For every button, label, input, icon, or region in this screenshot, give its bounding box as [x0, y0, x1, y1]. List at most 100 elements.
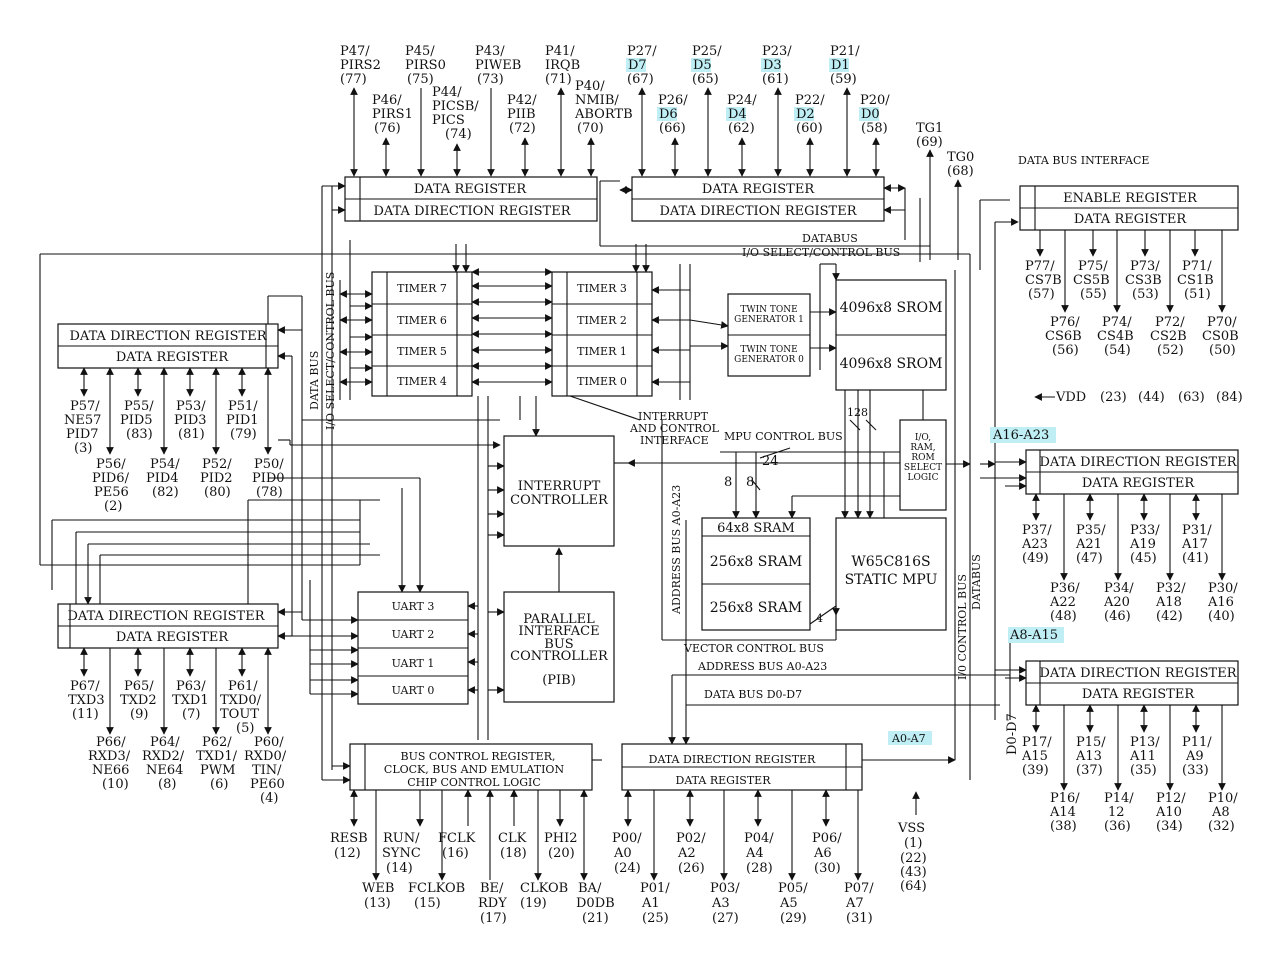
diagram-label: TIN/	[252, 763, 282, 778]
diagram-label: DATA BUS INTERFACE	[1018, 154, 1149, 167]
diagram-label: (23)	[1100, 390, 1127, 405]
diagram-label: 4096x8 SROM	[840, 300, 943, 316]
diagram-label: P01/	[640, 881, 670, 896]
diagram-label: A17	[1181, 537, 1208, 552]
diagram-label: (46)	[1104, 609, 1131, 624]
label-io-control-bus: I/0 CONTROL BUS	[956, 574, 969, 680]
diagram-label: FCLK	[438, 831, 476, 846]
diagram-label: TWIN TONE	[740, 345, 797, 355]
diagram-label: (45)	[1130, 551, 1157, 566]
diagram-label: P36/	[1050, 581, 1080, 596]
diagram-label: (22)	[900, 851, 927, 866]
diagram-label: RAM,	[910, 443, 935, 453]
diagram-label: P35/	[1076, 523, 1106, 538]
diagram-label: P12/	[1156, 791, 1186, 806]
diagram-label: P44/	[432, 85, 462, 100]
diagram-label: 24	[762, 454, 779, 469]
diagram-label: DATA DIRECTION REGISTER	[1040, 455, 1238, 470]
diagram-label: (16)	[442, 846, 469, 861]
diagram-label: TXD1/	[196, 749, 238, 764]
diagram-label: A16	[1207, 595, 1234, 610]
pin-p20: P20/D0(58)	[859, 93, 890, 136]
diagram-label: PIWEB	[475, 58, 521, 73]
diagram-label: (74)	[445, 127, 472, 142]
interrupt-control-interface-label: INTERRUPT AND CONTROL INTERFACE	[629, 410, 720, 447]
left-wiring	[40, 356, 501, 698]
diagram-label: TXD3	[68, 693, 105, 708]
diagram-label: P23/	[762, 44, 792, 59]
diagram-label: (65)	[692, 72, 719, 87]
diagram-label: PID2	[200, 471, 233, 486]
diagram-label: ABORTB	[574, 107, 633, 122]
diagram-label: P47/	[340, 44, 370, 59]
diagram-label: (6)	[210, 777, 228, 792]
diagram-label: (12)	[334, 846, 361, 861]
diagram-label: W65C816S	[851, 554, 930, 570]
diagram-label: (47)	[1076, 551, 1103, 566]
diagram-label: D0DB	[576, 896, 615, 911]
diagram-label: P51/	[228, 399, 258, 414]
diagram-label: P30/	[1208, 581, 1238, 596]
diagram-label: (42)	[1156, 609, 1183, 624]
diagram-label: (19)	[520, 896, 547, 911]
diagram-label: (51)	[1184, 287, 1211, 302]
io-select-logic: I/O, RAM, ROM SELECT LOGIC	[899, 390, 996, 511]
diagram-label: A4	[745, 846, 764, 861]
diagram-label: P07/	[844, 881, 874, 896]
diagram-label: (67)	[627, 72, 654, 87]
diagram-label: VSS	[897, 821, 925, 836]
diagram-label: ENABLE REGISTER	[1063, 191, 1198, 206]
label-a0-a7: A0-A7	[891, 732, 926, 745]
diagram-label: A0	[613, 846, 632, 861]
timer-5: TIMER 5	[397, 345, 447, 358]
diagram-label: P05/	[778, 881, 808, 896]
vss-label: VSS (1) (22) (43) (64)	[897, 791, 927, 894]
diagram-label: (37)	[1076, 763, 1103, 778]
diagram-label: P11/	[1182, 735, 1212, 750]
diagram-label: (78)	[256, 485, 283, 500]
diagram-label: P27/	[627, 44, 657, 59]
diagram-label: A23	[1021, 537, 1048, 552]
diagram-label: PARALLEL	[523, 612, 595, 627]
diagram-label: P57/	[70, 399, 100, 414]
diagram-label: I/O SELECT/CONTROL BUS	[742, 246, 900, 259]
diagram-label: (72)	[509, 121, 536, 136]
diagram-label: P25/	[692, 44, 722, 59]
diagram-label: (31)	[846, 911, 873, 926]
diagram-label: P74/	[1102, 315, 1132, 330]
diagram-label: VECTOR CONTROL BUS	[683, 642, 824, 655]
diagram-label: P45/	[405, 44, 435, 59]
diagram-label: DATA DIRECTION REGISTER	[374, 204, 572, 219]
timer-wiring	[339, 240, 729, 740]
diagram-label: 256x8 SRAM	[710, 600, 803, 616]
diagram-label: (44)	[1138, 390, 1165, 405]
diagram-label: P60/	[254, 735, 284, 750]
pin-p26: P26/D6(66)	[657, 93, 688, 136]
diagram-label: (84)	[1216, 390, 1243, 405]
diagram-label: CLOCK, BUS AND EMULATION	[384, 763, 565, 776]
parallel-interface-bus-controller: PARALLEL INTERFACE BUS CONTROLLER (PIB)	[488, 547, 615, 703]
diagram-label: PID6/	[92, 471, 130, 486]
diagram-label: (5)	[236, 721, 254, 736]
diagram-label: (10)	[102, 777, 129, 792]
diagram-label: STATIC MPU	[845, 572, 938, 588]
top-pin-labels: P47/PIRS2(77) P45/PIRS0(75) P43/PIWEB(73…	[340, 44, 974, 179]
diagram-label: DATA DIRECTION REGISTER	[68, 609, 266, 624]
diagram-label: P66/	[96, 735, 126, 750]
label-a8-a15: A8-A15	[1009, 628, 1058, 643]
diagram-label: P42/	[507, 93, 537, 108]
diagram-label: P73/	[1130, 259, 1160, 274]
p7-pins: P77/CS7B(57) P75/CS5B(55) P73/CS3B(53) P…	[1025, 230, 1239, 358]
diagram-label: (1)	[904, 836, 922, 851]
diagram-label: I/O,	[915, 433, 931, 443]
diagram-label: PICS	[432, 113, 465, 128]
uart-0: UART 0	[392, 684, 435, 697]
pin-p41: P41/IRQB(71)	[545, 44, 580, 87]
diagram-label: PWM	[200, 763, 235, 778]
diagram-label: (73)	[477, 72, 504, 87]
diagram-label: (43)	[900, 865, 927, 880]
diagram-label: P75/	[1078, 259, 1108, 274]
diagram-label: (54)	[1104, 343, 1131, 358]
diagram-label: (32)	[1208, 819, 1235, 834]
